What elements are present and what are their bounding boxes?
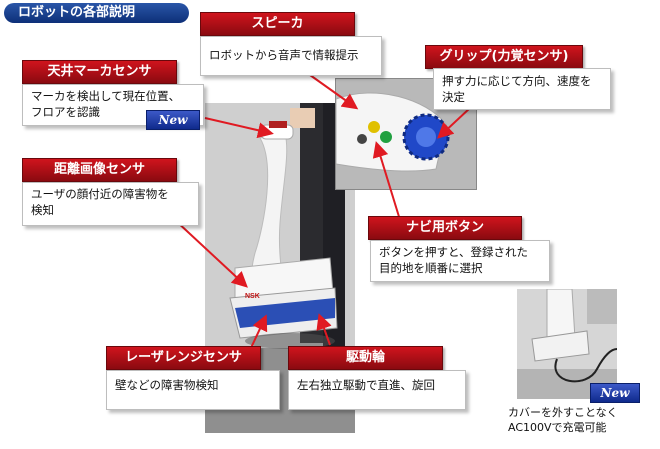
new-badge-ceiling: New: [146, 110, 200, 130]
drive-wheel-callout: 左右独立駆動で直進、旋回: [288, 370, 466, 410]
grip-callout: 押す力に応じて方向、速度を 決定: [433, 68, 611, 110]
distance-sensor-text-line2: 検知: [31, 203, 54, 217]
distance-sensor-header: 距離画像センサ: [22, 158, 177, 182]
navi-button-header: ナビ用ボタン: [368, 216, 522, 240]
drive-wheel-text: 左右独立駆動で直進、旋回: [297, 378, 435, 392]
grip-header: グリップ(力覚センサ): [425, 45, 583, 69]
speaker-callout: ロボットから音声で情報提示: [200, 36, 382, 76]
ceiling-sensor-text-line1: マーカを検出して現在位置、: [31, 89, 181, 103]
laser-sensor-callout: 壁などの障害物検知: [106, 370, 280, 410]
new-badge-charging: New: [590, 383, 640, 403]
laser-sensor-text: 壁などの障害物検知: [115, 378, 219, 392]
charging-caption-line1: カバーを外すことなく: [508, 406, 618, 419]
speaker-header: スピーカ: [200, 12, 355, 36]
grip-text-line1: 押す力に応じて方向、速度を: [442, 74, 592, 88]
page-title: ロボットの各部説明: [4, 3, 189, 23]
grip-text-line2: 決定: [442, 90, 465, 104]
robot-logo: NSK: [245, 293, 260, 300]
laser-sensor-header: レーザレンジセンサ: [106, 346, 261, 370]
robot-photo: NSK: [205, 103, 355, 433]
charging-caption: カバーを外すことなく AC100Vで充電可能: [508, 405, 658, 435]
navi-button-text-line1: ボタンを押すと、登録された: [379, 245, 529, 259]
speaker-text: ロボットから音声で情報提示: [209, 48, 359, 62]
navi-button-text-line2: 目的地を順番に選択: [379, 261, 483, 275]
distance-sensor-callout: ユーザの顔付近の障害物を 検知: [22, 182, 199, 226]
charging-caption-line2: AC100Vで充電可能: [508, 421, 607, 434]
ceiling-sensor-text-line2: フロアを認識: [31, 105, 100, 119]
charging-photo: [517, 289, 617, 399]
navi-button-callout: ボタンを押すと、登録された 目的地を順番に選択: [370, 240, 550, 282]
distance-sensor-text-line1: ユーザの顔付近の障害物を: [31, 187, 169, 201]
ceiling-sensor-header: 天井マーカセンサ: [22, 60, 177, 84]
drive-wheel-header: 駆動輪: [288, 346, 443, 370]
